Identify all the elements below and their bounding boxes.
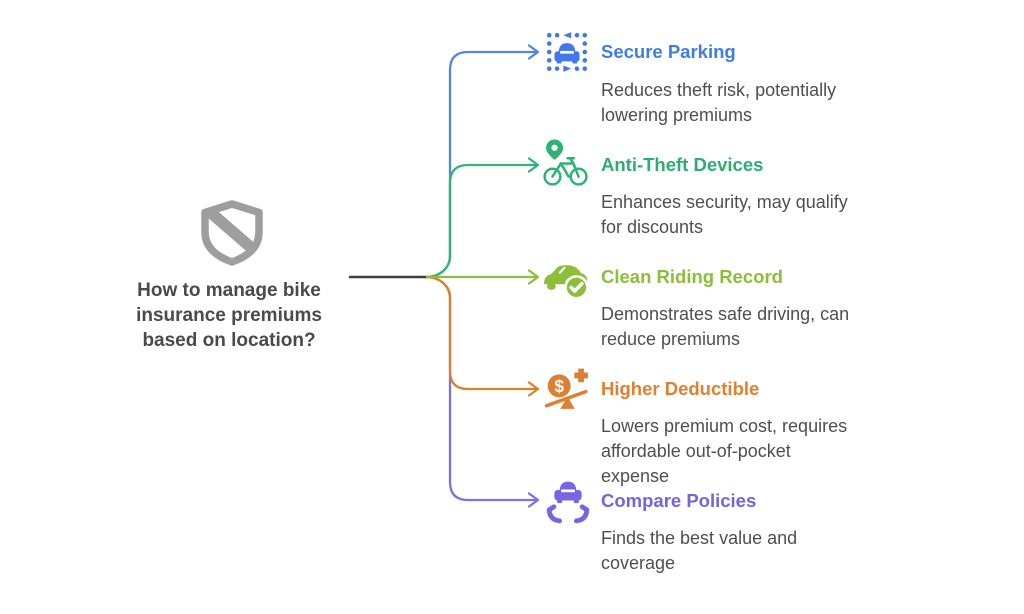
branch-title-clean-riding: Clean Riding Record — [601, 266, 783, 287]
connector-compare-policies — [425, 275, 537, 502]
branch-desc-compare-policies: Finds the best value and coverage — [601, 528, 798, 573]
branch-desc-secure-parking: Reduces theft risk, potentially lowering… — [601, 80, 837, 125]
svg-text:$: $ — [554, 376, 564, 396]
arrowhead-compare-policies — [527, 492, 540, 508]
bike-location-pin-icon — [541, 139, 589, 187]
connector-higher-deductible — [425, 275, 537, 391]
branch-desc-clean-riding: Demonstrates safe driving, can reduce pr… — [601, 304, 850, 349]
branch-title-compare-policies: Compare Policies — [601, 490, 757, 511]
branch-title-anti-theft: Anti-Theft Devices — [601, 154, 764, 175]
branch-title-secure-parking: Secure Parking — [601, 41, 736, 62]
arrowhead-clean-riding — [527, 269, 540, 285]
arrowhead-secure-parking — [527, 44, 540, 60]
arrowhead-higher-deductible — [527, 381, 540, 397]
car-check-icon — [542, 254, 590, 302]
connector-anti-theft — [425, 163, 537, 279]
branch-title-higher-deductible: Higher Deductible — [601, 378, 760, 399]
branch-desc-higher-deductible: Lowers premium cost, requires affordable… — [601, 416, 848, 486]
connector-secure-parking — [425, 50, 537, 279]
central-question: How to manage bike insurance premiums ba… — [136, 280, 322, 351]
arrowhead-anti-theft — [527, 157, 540, 173]
parking-sensor-car-icon — [543, 29, 591, 77]
dollar-balance-plus-icon: $ — [543, 365, 591, 413]
car-in-hands-icon — [544, 477, 592, 525]
shield-slash-icon — [197, 200, 267, 266]
branch-desc-anti-theft: Enhances security, may qualify for disco… — [601, 192, 848, 237]
